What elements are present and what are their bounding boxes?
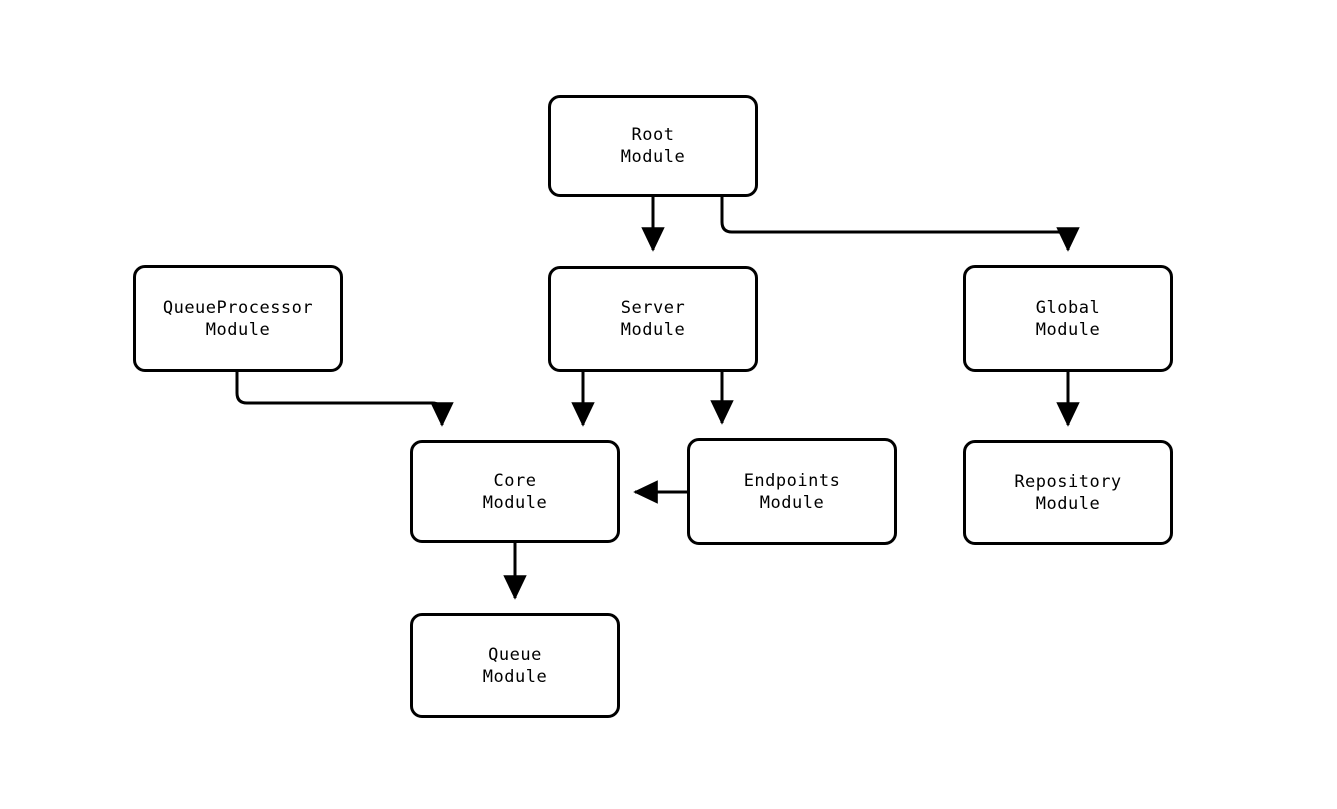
node-repository-module-line2: Module (1035, 493, 1101, 514)
node-root-module-line2: Module (620, 147, 686, 167)
node-root-module[interactable]: Root Module (548, 95, 758, 197)
node-server-module[interactable]: Server Module (548, 266, 758, 372)
node-global-module-line2: Module (1035, 319, 1101, 340)
node-queue-module-line1: Queue (488, 644, 542, 665)
node-endpoints-module-line2: Module (759, 492, 825, 513)
node-global-module-line1: Global (1035, 297, 1101, 318)
node-core-module-line2: Module (482, 492, 548, 513)
node-endpoints-module[interactable]: Endpoints Module (687, 438, 897, 545)
node-global-module[interactable]: Global Module (963, 265, 1173, 372)
node-queueprocessor-module[interactable]: QueueProcessor Module (133, 265, 343, 372)
node-queue-module-line2: Module (482, 666, 548, 687)
node-queue-module[interactable]: Queue Module (410, 613, 620, 718)
node-server-module-line1: Server (620, 298, 686, 318)
edge-root-to-global (720, 197, 1080, 252)
node-endpoints-module-line1: Endpoints (743, 470, 841, 491)
node-root-module-line1: Root (631, 125, 675, 145)
edge-queueprocessor-to-core (235, 372, 454, 427)
node-queueprocessor-module-line1: QueueProcessor (162, 297, 314, 318)
node-queueprocessor-module-line2: Module (205, 319, 271, 340)
node-core-module-line1: Core (493, 470, 537, 491)
node-repository-module-line1: Repository (1014, 471, 1122, 492)
node-server-module-line2: Module (620, 320, 686, 340)
node-repository-module[interactable]: Repository Module (963, 440, 1173, 545)
node-core-module[interactable]: Core Module (410, 440, 620, 543)
